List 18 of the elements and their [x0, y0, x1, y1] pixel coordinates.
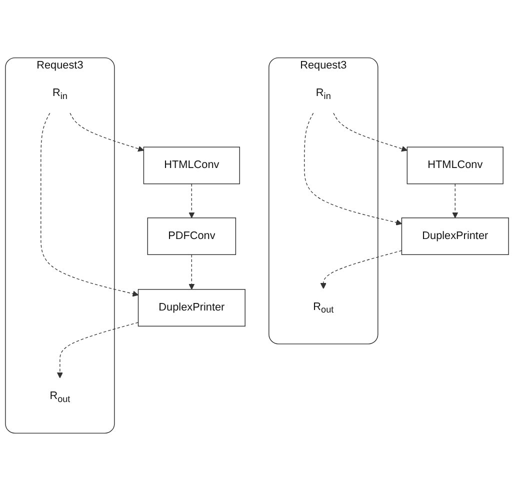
- arrow: [188, 184, 195, 218]
- arrow: [40, 112, 139, 297]
- arrow: [333, 112, 408, 152]
- arrow: [452, 184, 458, 218]
- node-text: R$_{out}$: [313, 300, 334, 315]
- node-box: HTMLConv: [143, 146, 240, 184]
- node-box: DuplexPrinter: [401, 218, 509, 255]
- node-text: R$_{in}$: [52, 87, 68, 101]
- node-box: PDFConv: [147, 218, 236, 255]
- arrow: [320, 250, 402, 289]
- node-box: HTMLConv: [406, 146, 504, 184]
- arrow: [70, 112, 144, 152]
- arrow: [304, 112, 402, 226]
- node-text: R$_{in}$: [316, 87, 331, 101]
- arrow: [188, 254, 195, 290]
- node-text: R$_{out}$: [50, 390, 70, 404]
- node-box: DuplexPrinter: [138, 289, 246, 326]
- arrow: [56, 322, 139, 378]
